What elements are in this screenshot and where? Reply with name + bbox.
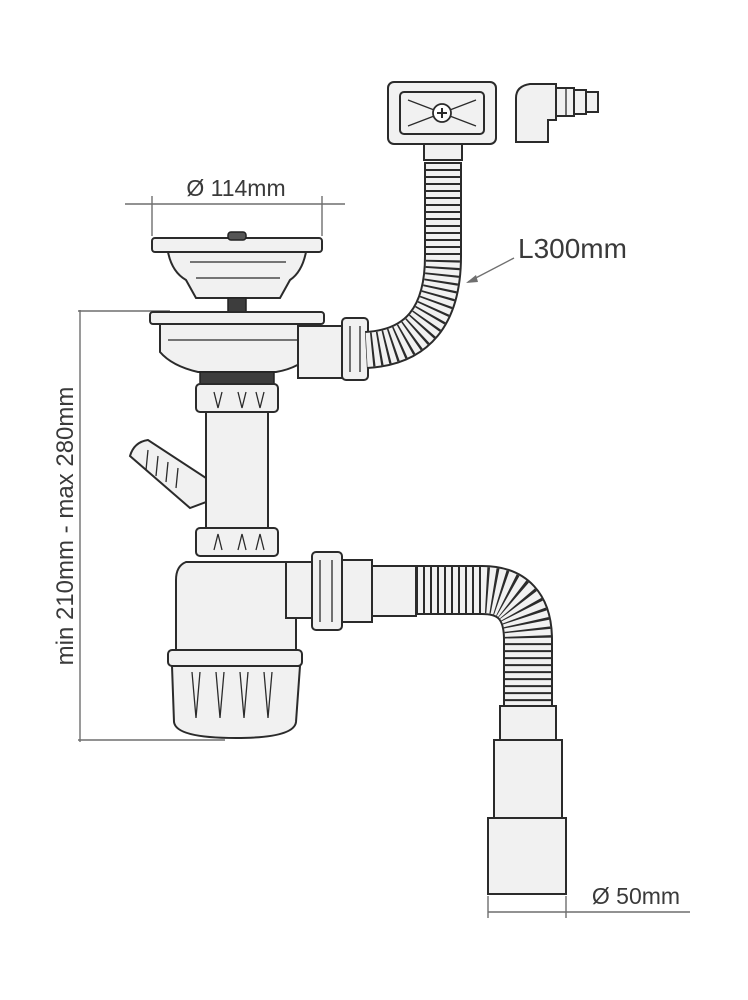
top-diameter-label: Ø 114mm [186,175,285,201]
drain-outlet-pipe [487,705,567,895]
hose-length-label: L300mm [518,233,627,264]
height-dimension: min 210mm - max 280mm [52,310,225,742]
bottom-diameter-dimension: Ø 50mm [487,883,690,918]
sink-outlet [149,311,369,385]
hose-length-annotation: L300mm [466,233,627,283]
overflow-hose [364,162,462,369]
strainer-basket [151,231,323,313]
elbow-connector [515,83,599,143]
bottle-trap [167,561,317,740]
side-inlet-nipple [128,438,207,510]
overflow-outlet [387,81,497,161]
top-diameter-dimension: Ø 114mm [125,175,345,236]
vertical-tube [195,383,279,557]
bottom-diameter-label: Ø 50mm [592,883,680,909]
trap-outlet-nut [311,551,417,631]
height-range-label: min 210mm - max 280mm [52,387,79,666]
drain-hose [416,565,553,706]
